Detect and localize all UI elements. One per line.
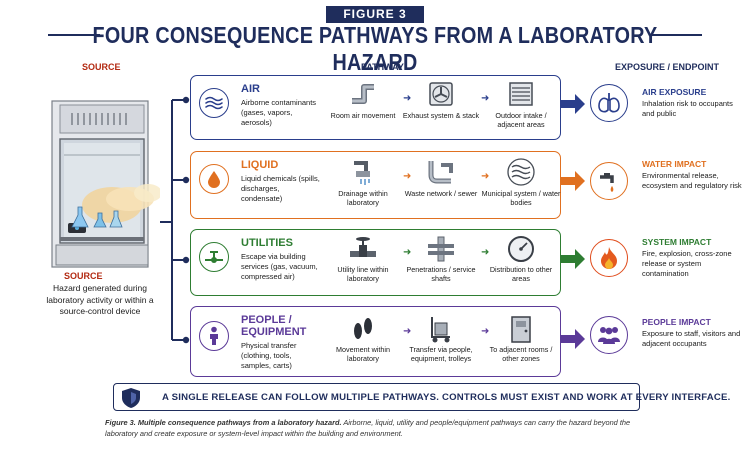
arrow-right-icon: ➜ bbox=[403, 171, 412, 182]
step-label: Penetrations / service shafts bbox=[406, 265, 476, 283]
output-arrow-utilities bbox=[561, 249, 585, 269]
step-adjacent-rooms: To adjacent rooms / other zones bbox=[481, 315, 561, 363]
arrow-right-icon: ➜ bbox=[403, 93, 412, 104]
tap-icon bbox=[590, 162, 628, 200]
arrow-right-icon: ➜ bbox=[481, 171, 490, 182]
exposure-title: SYSTEM IMPACT bbox=[642, 237, 712, 247]
valve-icon bbox=[199, 242, 229, 272]
page-title: FOUR CONSEQUENCE PATHWAYS FROM A LABORAT… bbox=[92, 22, 658, 75]
wall-penetration-icon bbox=[428, 236, 454, 262]
step-label: To adjacent rooms / other zones bbox=[489, 345, 553, 363]
trolley-icon bbox=[431, 317, 450, 343]
exposure-title: WATER IMPACT bbox=[642, 159, 707, 169]
exposure-title: AIR EXPOSURE bbox=[642, 87, 707, 97]
step-waste-network: Waste network / sewer bbox=[401, 157, 481, 198]
pathway-description: Physical transfer (clothing, tools, samp… bbox=[241, 341, 297, 370]
exposure-description: Exposure to staff, visitors and adjacent… bbox=[642, 329, 741, 348]
step-label: Transfer via people, equipment, trolleys bbox=[409, 345, 473, 363]
lungs-icon bbox=[590, 84, 628, 122]
title-rule-right bbox=[652, 34, 702, 36]
step-label: Utility line within laboratory bbox=[337, 265, 389, 283]
pathway-title: UTILITIES bbox=[241, 237, 293, 249]
louver-icon bbox=[509, 82, 533, 106]
fume-hood-illustration bbox=[51, 100, 160, 268]
arrow-right-icon: ➜ bbox=[481, 326, 490, 337]
caption-lead: Figure 3. Multiple consequence pathways … bbox=[105, 418, 342, 427]
step-drainage: Drainage within laboratory bbox=[323, 157, 403, 207]
pathway-row-utilities: UTILITIES Escape via building services (… bbox=[190, 229, 561, 296]
step-exhaust: Exhaust system & stack bbox=[401, 81, 481, 120]
caption-body: Airborne, liquid, utility and people/equ… bbox=[105, 418, 631, 438]
pipe-valve-icon bbox=[350, 237, 376, 257]
step-movement: Movement within laboratory bbox=[323, 315, 403, 363]
exposure-description: Environmental release, ecosystem and reg… bbox=[642, 171, 742, 190]
exposure-description: Inhalation risk to occupants and public bbox=[642, 99, 733, 118]
step-room-air: Room air movement bbox=[323, 81, 403, 120]
pathway-description: Airborne contaminants (gases, vapors, ae… bbox=[241, 98, 317, 127]
pathway-title: PEOPLE / EQUIPMENT bbox=[241, 314, 307, 338]
step-label: Movement within laboratory bbox=[336, 345, 390, 363]
exposure-column-heading: EXPOSURE / ENDPOINT bbox=[615, 62, 720, 72]
key-message-banner: A SINGLE RELEASE CAN FOLLOW MULTIPLE PAT… bbox=[113, 383, 730, 411]
water-waves-icon bbox=[507, 158, 535, 186]
step-distribution: Distribution to other areas bbox=[481, 235, 561, 283]
step-transfer: Transfer via people, equipment, trolleys bbox=[401, 315, 481, 363]
pathway-row-liquid: LIQUID Liquid chemicals (spills, dischar… bbox=[190, 151, 561, 219]
shield-icon bbox=[122, 388, 140, 408]
step-penetrations: Penetrations / service shafts bbox=[401, 235, 481, 283]
faucet-drain-icon bbox=[354, 161, 370, 185]
step-outdoor: Outdoor intake / adjacent areas bbox=[481, 81, 561, 129]
pressure-gauge-icon bbox=[508, 236, 534, 262]
pipe-network-icon bbox=[428, 161, 453, 184]
source-description: Hazard generated during laboratory activ… bbox=[46, 283, 154, 316]
step-label: Outdoor intake / adjacent areas bbox=[495, 111, 547, 129]
step-label: Drainage within laboratory bbox=[338, 189, 388, 207]
output-arrow-people bbox=[561, 329, 585, 349]
person-icon bbox=[199, 321, 229, 351]
step-label: Waste network / sewer bbox=[404, 189, 478, 198]
step-label: Municipal system / water bodies bbox=[481, 189, 561, 207]
figure-caption: Figure 3. Multiple consequence pathways … bbox=[105, 418, 645, 439]
pathway-description: Liquid chemicals (spills, discharges, co… bbox=[241, 174, 320, 203]
arrow-right-icon: ➜ bbox=[403, 247, 412, 258]
pathway-row-people: PEOPLE / EQUIPMENT Physical transfer (cl… bbox=[190, 306, 561, 377]
door-icon bbox=[511, 316, 531, 343]
step-municipal: Municipal system / water bodies bbox=[481, 157, 561, 207]
source-column-heading: SOURCE bbox=[82, 62, 121, 72]
pathway-title: LIQUID bbox=[241, 159, 279, 171]
arrow-right-icon: ➜ bbox=[481, 247, 490, 258]
exposure-description: Fire, explosion, cross-zone release or s… bbox=[642, 249, 732, 278]
exposure-title: PEOPLE IMPACT bbox=[642, 317, 711, 327]
arrow-right-icon: ➜ bbox=[403, 326, 412, 337]
wind-icon bbox=[199, 88, 229, 118]
pathway-column-heading: PATHWAY bbox=[361, 62, 404, 72]
duct-elbow-icon bbox=[352, 84, 374, 104]
step-label: Exhaust system & stack bbox=[402, 111, 480, 120]
figure-label: FIGURE 3 bbox=[326, 6, 424, 23]
source-title: SOURCE bbox=[64, 271, 103, 281]
footprints-icon bbox=[354, 318, 372, 339]
droplet-icon bbox=[199, 164, 229, 194]
pathway-title: AIR bbox=[241, 83, 260, 95]
step-utility-line: Utility line within laboratory bbox=[323, 235, 403, 283]
title-rule-left bbox=[48, 34, 100, 36]
pathway-description: Escape via building services (gas, vacuu… bbox=[241, 252, 318, 281]
output-arrow-air bbox=[561, 94, 585, 114]
people-group-icon bbox=[590, 316, 628, 354]
pathway-row-air: AIR Airborne contaminants (gases, vapors… bbox=[190, 75, 561, 140]
output-arrow-liquid bbox=[561, 171, 585, 191]
arrow-right-icon: ➜ bbox=[481, 93, 490, 104]
step-label: Distribution to other areas bbox=[489, 265, 553, 283]
exhaust-fan-icon bbox=[429, 82, 453, 106]
step-label: Room air movement bbox=[330, 111, 396, 120]
fire-icon bbox=[590, 239, 628, 277]
banner-text: A SINGLE RELEASE CAN FOLLOW MULTIPLE PAT… bbox=[162, 392, 731, 403]
